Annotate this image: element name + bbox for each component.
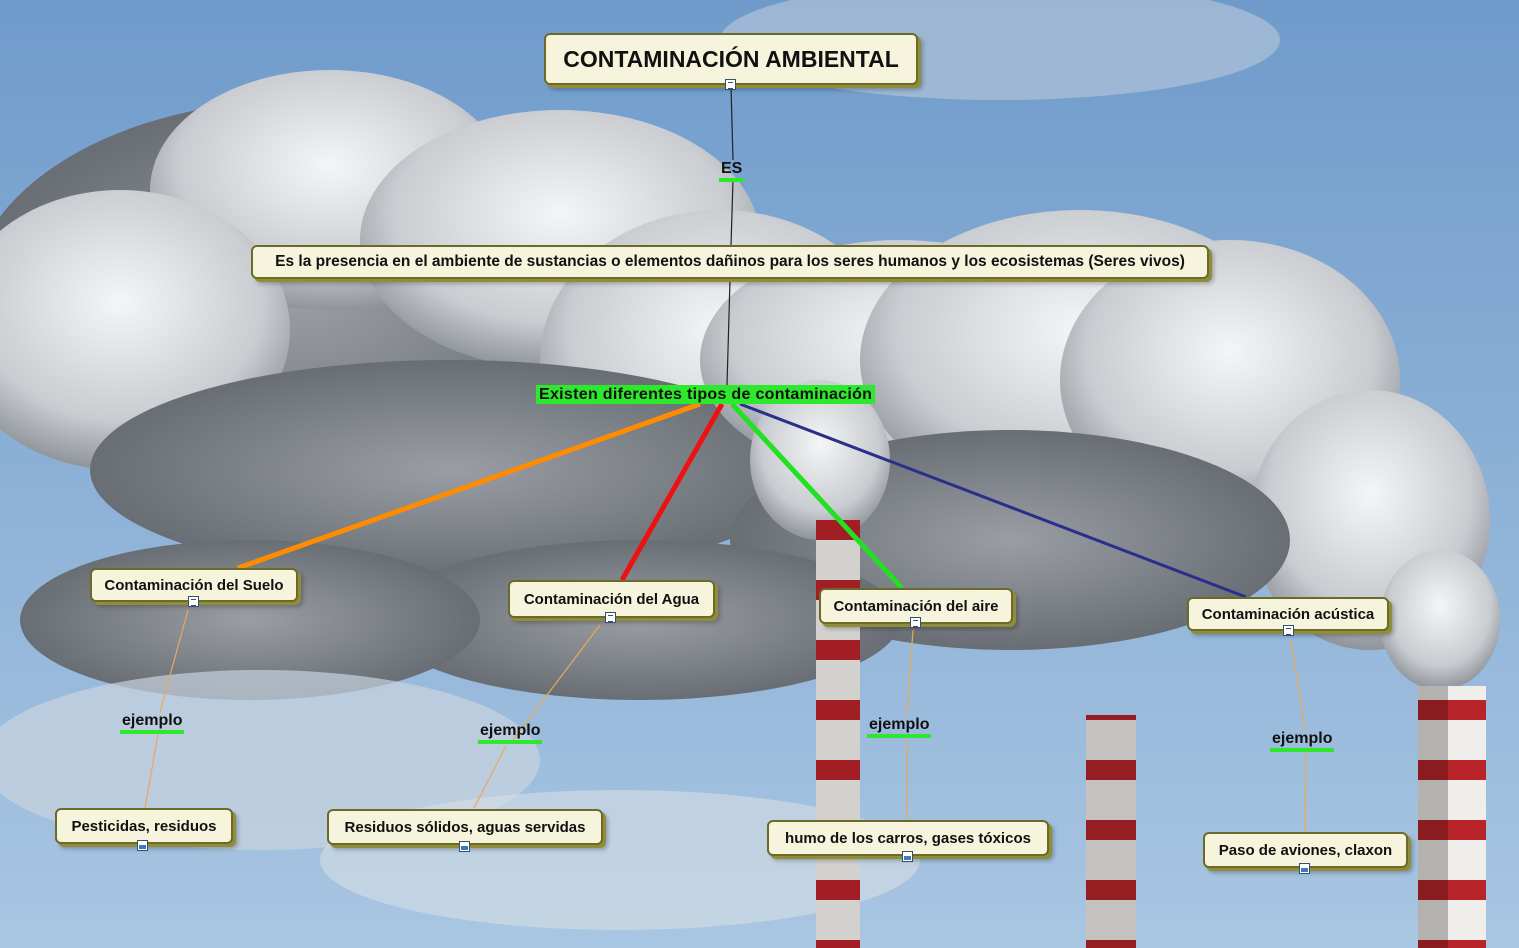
chimneys	[816, 520, 1486, 948]
example-acustica-node[interactable]: Paso de aviones, claxon	[1203, 832, 1408, 868]
cloud-mass	[0, 0, 1500, 930]
link-title-es	[730, 85, 734, 161]
example-acustica-text: Paso de aviones, claxon	[1218, 841, 1393, 859]
category-aire-text: Contaminación del aire	[833, 597, 999, 615]
link-label-ejemplo-aire: ejemplo	[867, 716, 932, 738]
link-label-ejemplo-agua: ejemplo	[478, 722, 543, 744]
link-es-definition	[730, 179, 734, 247]
category-agua-text: Contaminación del Agua	[523, 590, 700, 608]
example-suelo-text: Pesticidas, residuos	[71, 817, 217, 835]
link-types-agua	[619, 402, 725, 582]
link-types-suelo	[237, 401, 701, 571]
link-ejemplo-paso	[1304, 751, 1307, 833]
link-label-types: Existen diferentes tipos de contaminació…	[536, 385, 876, 404]
example-agua-text: Residuos sólidos, aguas servidas	[344, 818, 586, 836]
link-acustica-ejemplo	[1290, 639, 1306, 731]
link-types-acustica	[739, 402, 1247, 599]
link-label-es: ES	[719, 160, 745, 182]
link-label-ejemplo-suelo: ejemplo	[120, 712, 185, 734]
image-icon[interactable]	[137, 840, 148, 851]
image-icon[interactable]	[1299, 863, 1310, 874]
link-agua-ejemplo	[509, 624, 601, 745]
link-suelo-ejemplo	[159, 609, 189, 713]
example-agua-node[interactable]: Residuos sólidos, aguas servidas	[327, 809, 603, 845]
definition-text: Es la presencia en el ambiente de sustan…	[275, 253, 1185, 270]
category-acustica-text: Contaminación acústica	[1201, 605, 1375, 623]
link-types-aire	[730, 402, 904, 590]
title-node[interactable]: CONTAMINACIÓN AMBIENTAL	[544, 33, 918, 85]
example-aire-node[interactable]: humo de los carros, gases tóxicos	[767, 820, 1049, 856]
category-agua-node[interactable]: Contaminación del Agua	[508, 580, 715, 618]
title-text: CONTAMINACIÓN AMBIENTAL	[563, 45, 899, 72]
link-definition-types	[726, 279, 731, 386]
example-suelo-node[interactable]: Pesticidas, residuos	[55, 808, 233, 844]
image-icon[interactable]	[902, 851, 913, 862]
document-icon[interactable]	[725, 79, 736, 90]
link-aire-ejemplo	[906, 629, 914, 717]
definition-node[interactable]: Es la presencia en el ambiente de sustan…	[251, 245, 1209, 279]
document-icon[interactable]	[188, 596, 199, 607]
link-ejemplo-residuos	[473, 745, 507, 809]
image-icon[interactable]	[459, 841, 470, 852]
link-ejemplo-pesticidas	[144, 733, 159, 809]
document-icon[interactable]	[1283, 625, 1294, 636]
link-label-ejemplo-acustica: ejemplo	[1270, 730, 1335, 752]
example-aire-text: humo de los carros, gases tóxicos	[785, 829, 1031, 847]
document-icon[interactable]	[910, 617, 921, 628]
category-acustica-node[interactable]: Contaminación acústica	[1187, 597, 1389, 631]
category-suelo-text: Contaminación del Suelo	[104, 576, 284, 594]
document-icon[interactable]	[605, 612, 616, 623]
